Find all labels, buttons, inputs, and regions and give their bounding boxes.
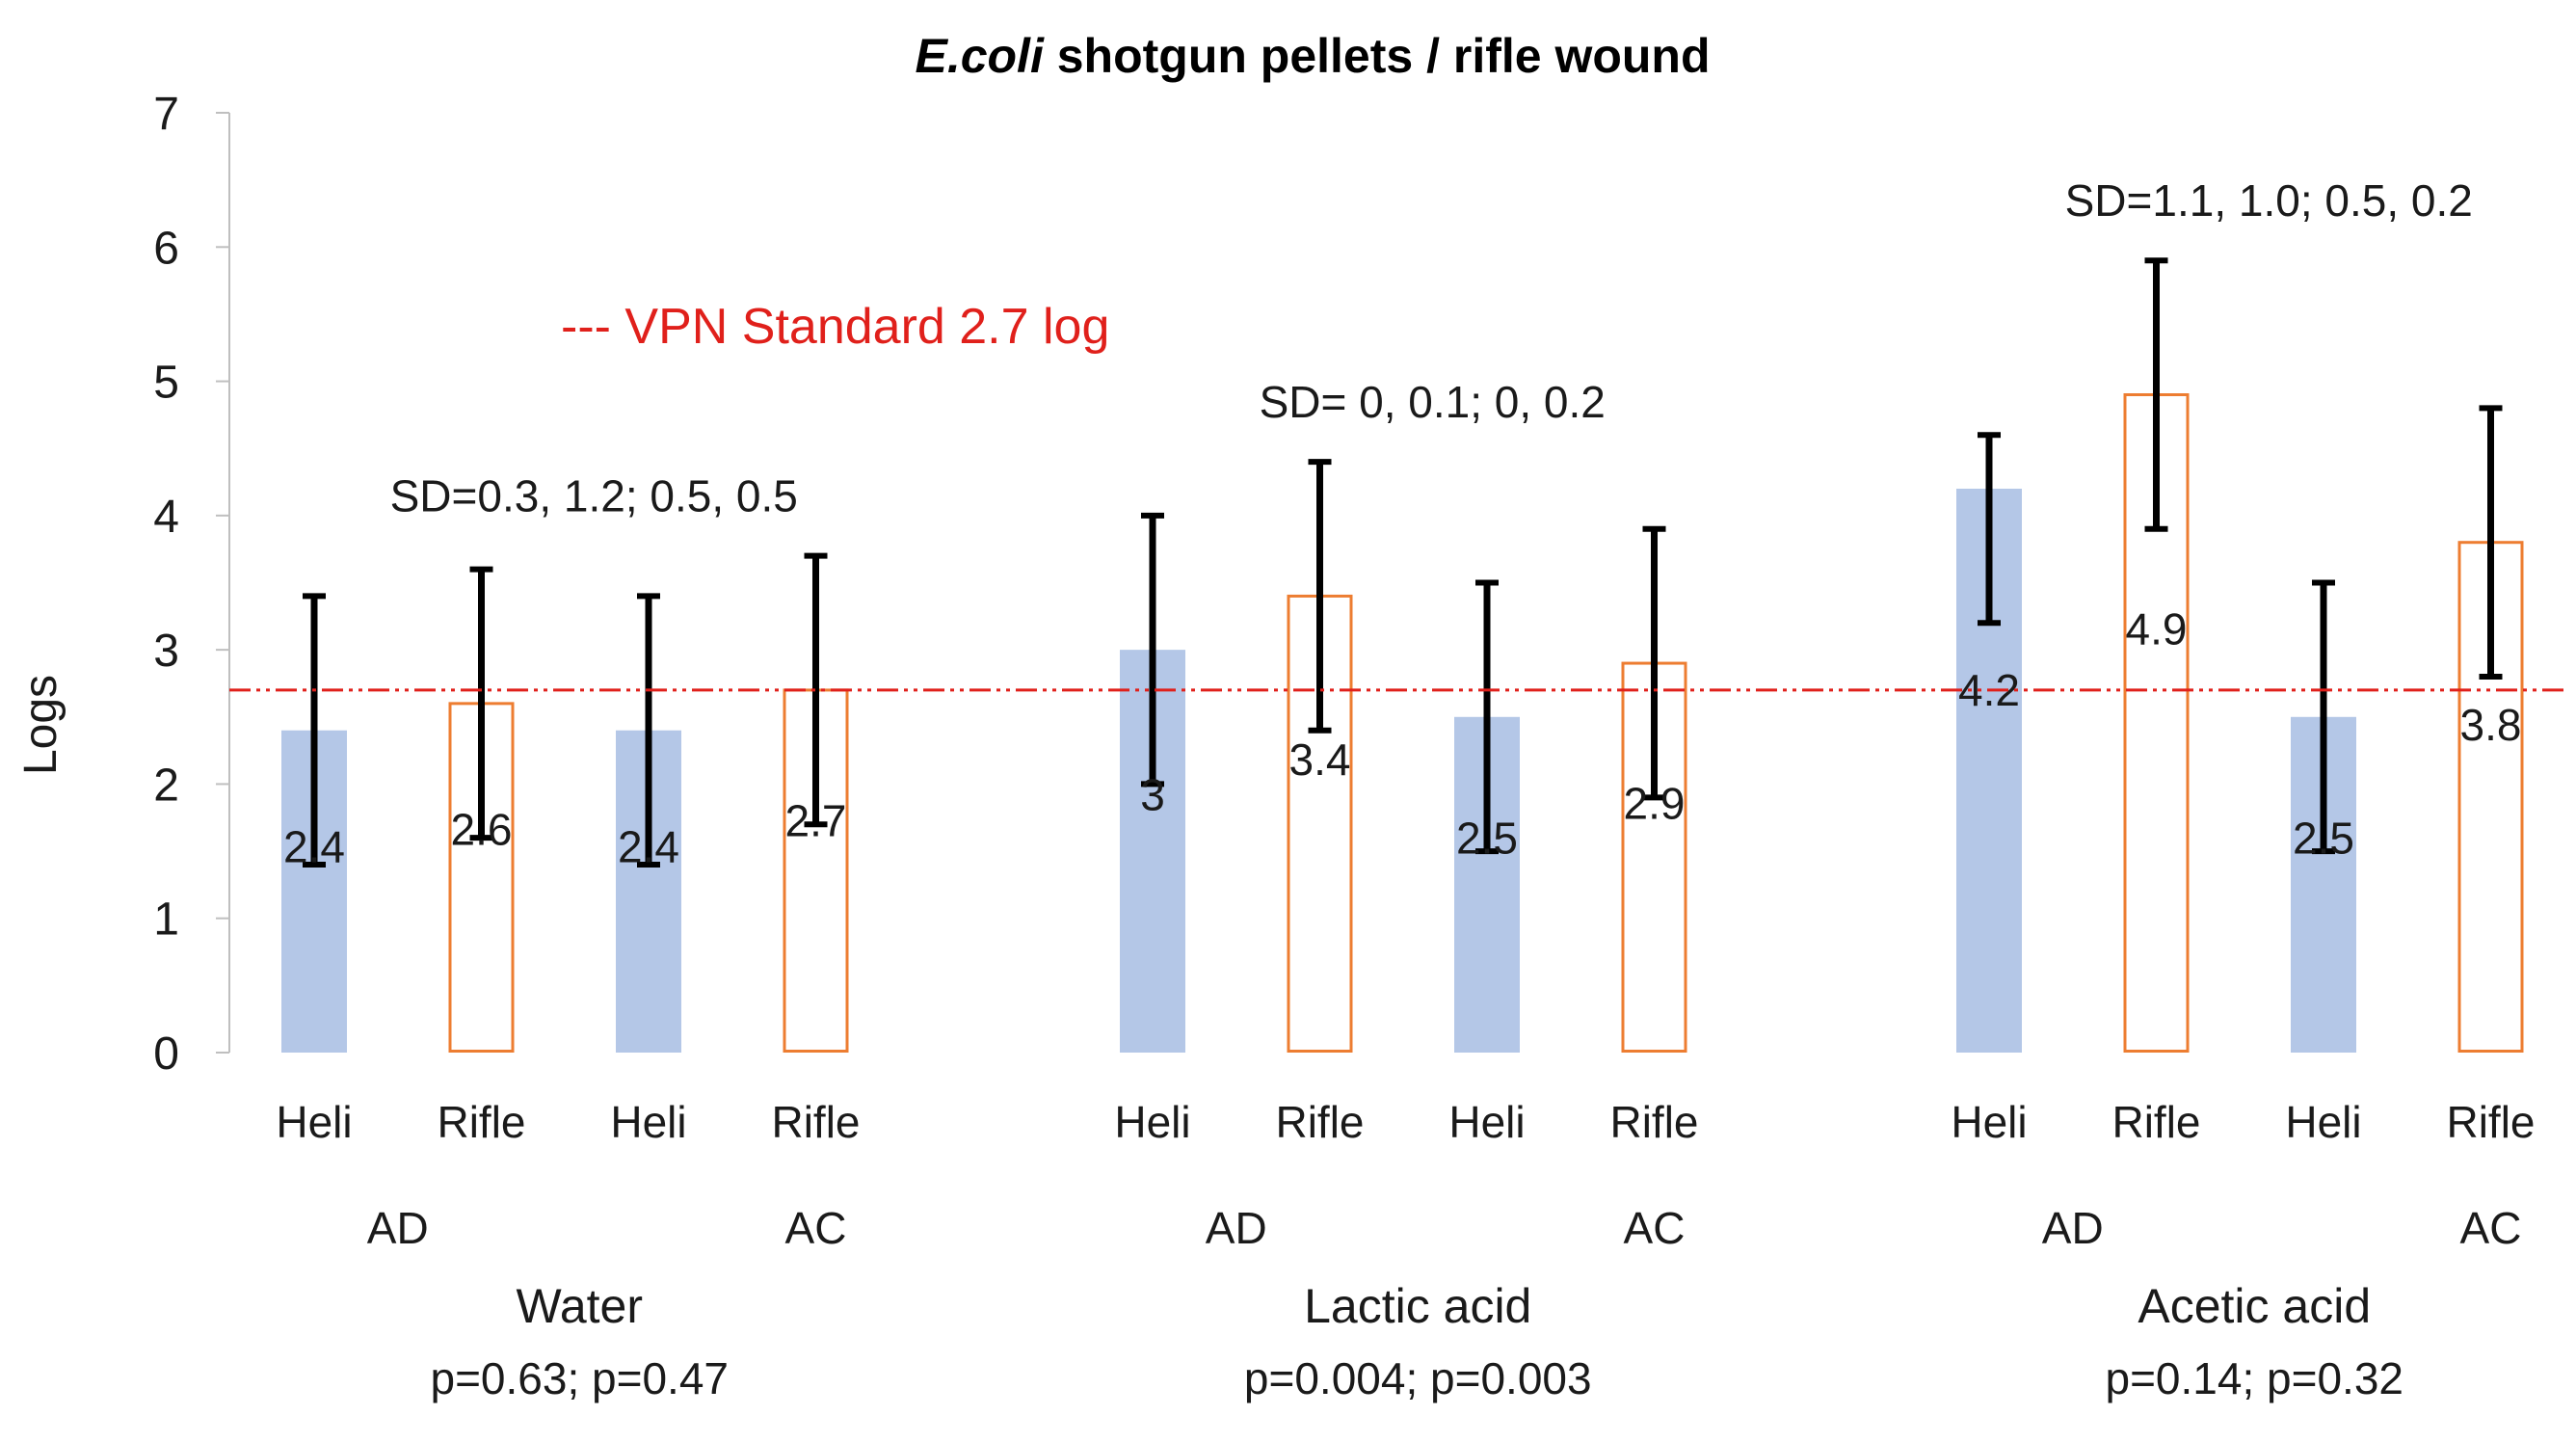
chart-title: E.coli shotgun pellets / rifle wound — [915, 29, 1710, 83]
category-label: Rifle — [2111, 1097, 2200, 1147]
data-label: 3 — [1140, 769, 1165, 819]
pvalue-label: p=0.63; p=0.47 — [430, 1353, 729, 1403]
subgroup-label: AD — [2042, 1203, 2104, 1253]
y-tick-label: 5 — [153, 358, 179, 409]
category-label: Rifle — [2446, 1097, 2535, 1147]
category-label: Rifle — [771, 1097, 860, 1147]
data-label: 3.8 — [2460, 700, 2522, 750]
category-label: Rifle — [1609, 1097, 1698, 1147]
y-tick-label: 4 — [153, 492, 179, 543]
data-label: 2.5 — [1456, 814, 1518, 864]
pvalue-label: p=0.14; p=0.32 — [2105, 1353, 2403, 1403]
y-tick-label: 3 — [153, 626, 179, 677]
y-tick-label: 0 — [153, 1028, 179, 1080]
group-label: Lactic acid — [1304, 1279, 1531, 1333]
chart-title-rest: shotgun pellets / rifle wound — [1044, 29, 1711, 83]
sd-annotation: SD=1.1, 1.0; 0.5, 0.2 — [2065, 175, 2473, 226]
category-label: Rifle — [437, 1097, 525, 1147]
category-label: Heli — [610, 1097, 686, 1147]
y-tick-label: 6 — [153, 223, 179, 274]
y-tick-label: 2 — [153, 760, 179, 811]
data-label: 2.5 — [2293, 814, 2354, 864]
reference-line-label: --- VPN Standard 2.7 log — [561, 299, 1109, 355]
sd-annotation: SD= 0, 0.1; 0, 0.2 — [1260, 377, 1606, 427]
y-tick-label: 1 — [153, 895, 179, 946]
y-tick-label: 7 — [153, 89, 179, 140]
data-label: 2.4 — [283, 822, 345, 872]
category-label: Heli — [2285, 1097, 2361, 1147]
category-label: Heli — [1951, 1097, 2027, 1147]
subgroup-label: AD — [367, 1203, 429, 1253]
category-label: Heli — [1114, 1097, 1190, 1147]
group-label: Acetic acid — [2138, 1279, 2371, 1333]
data-label: 2.4 — [618, 822, 679, 872]
data-label: 4.9 — [2126, 603, 2188, 654]
subgroup-label: AD — [1206, 1203, 1267, 1253]
category-label: Rifle — [1275, 1097, 1364, 1147]
group-label: Water — [517, 1279, 644, 1333]
data-label: 2.9 — [1624, 778, 1686, 828]
category-label: Heli — [1448, 1097, 1525, 1147]
category-label: Heli — [276, 1097, 352, 1147]
data-label: 2.7 — [785, 796, 847, 846]
sd-annotation: SD=0.3, 1.2; 0.5, 0.5 — [390, 471, 798, 521]
chart-title-italic: E.coli — [915, 29, 1044, 83]
subgroup-label: AC — [1624, 1203, 1686, 1253]
data-label: 3.4 — [1289, 734, 1351, 785]
pvalue-label: p=0.004; p=0.003 — [1244, 1353, 1592, 1403]
subgroup-label: AC — [785, 1203, 847, 1253]
y-axis-label: Logs — [15, 675, 66, 775]
data-label: 2.6 — [451, 805, 513, 855]
subgroup-label: AC — [2460, 1203, 2522, 1253]
